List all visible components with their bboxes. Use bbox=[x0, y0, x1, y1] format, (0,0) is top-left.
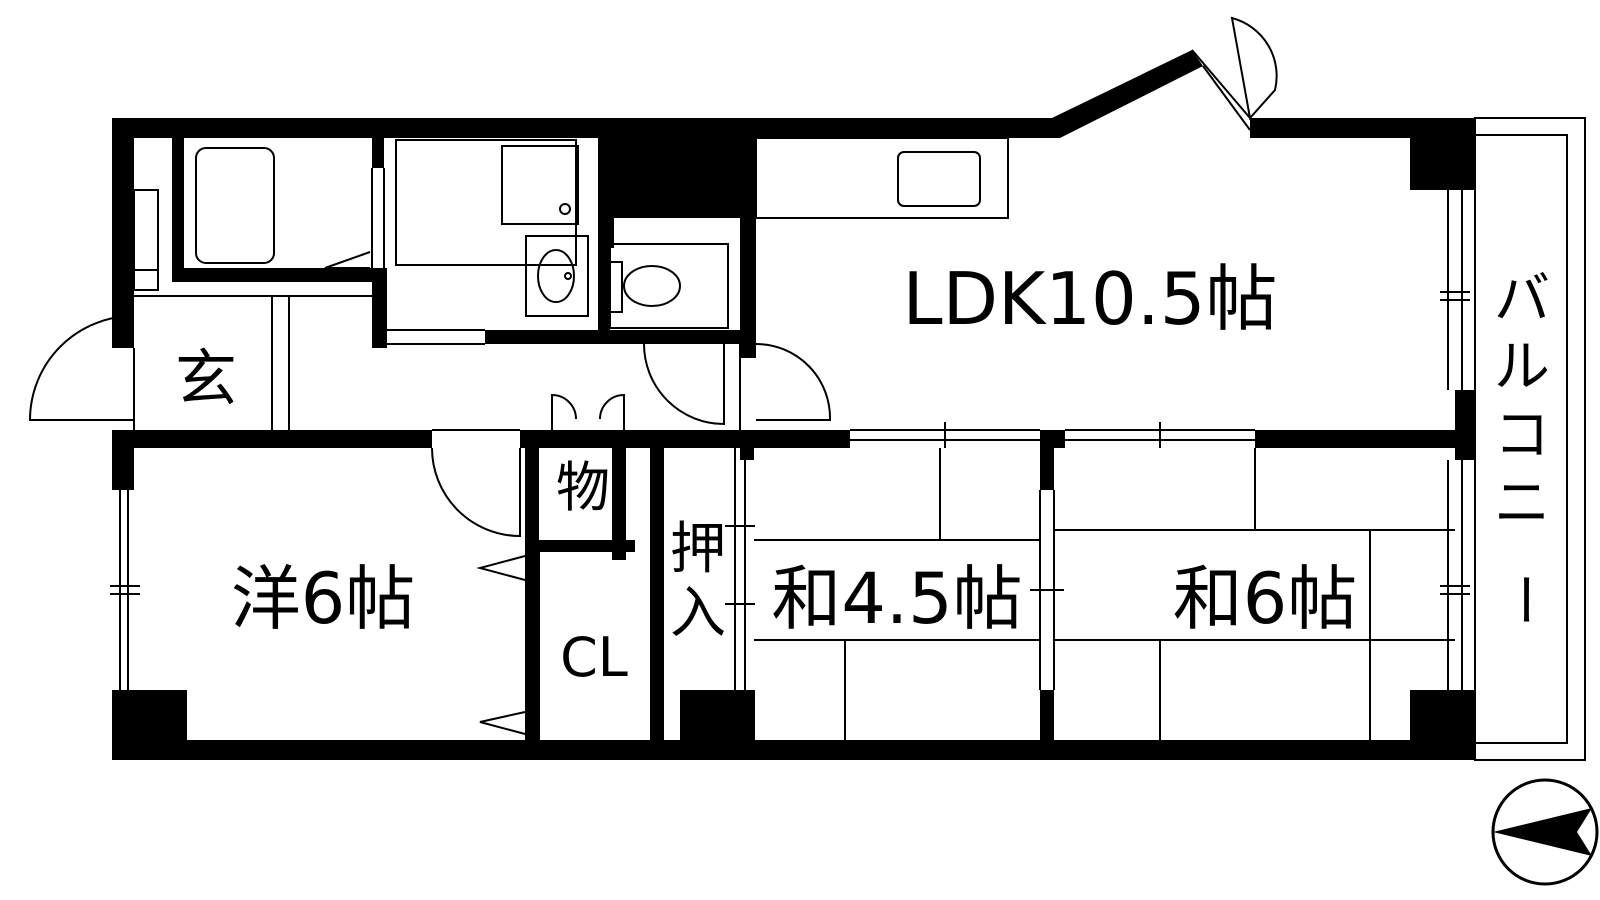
balcony-char: ニ bbox=[1494, 471, 1550, 536]
balcony-label: バ ル コ ニ ー bbox=[1490, 267, 1555, 628]
room-label-storage: 物 bbox=[556, 456, 610, 519]
room-label-ldk: LDK10.5帖 bbox=[902, 257, 1277, 341]
balcony-char: ル bbox=[1494, 335, 1550, 400]
balcony-char: バ bbox=[1494, 267, 1550, 332]
balcony-char: コ bbox=[1494, 403, 1550, 468]
north-arrow-icon bbox=[1493, 808, 1592, 856]
room-label-western: 洋6帖 bbox=[231, 558, 416, 640]
room-label-oshiire-top: 押 bbox=[670, 517, 726, 582]
compass bbox=[1491, 778, 1599, 886]
room-label-closet: CL bbox=[560, 626, 628, 689]
balcony-char: ー bbox=[1490, 572, 1555, 628]
room-label-oshiire-bottom: 入 bbox=[670, 581, 726, 646]
structural-walls bbox=[112, 50, 1475, 760]
fixture-lines bbox=[28, 16, 1586, 761]
room-label-japanese-small: 和4.5帖 bbox=[771, 558, 1022, 640]
room-label-japanese-large: 和6帖 bbox=[1173, 558, 1358, 640]
room-label-entrance: 玄 bbox=[175, 342, 237, 415]
